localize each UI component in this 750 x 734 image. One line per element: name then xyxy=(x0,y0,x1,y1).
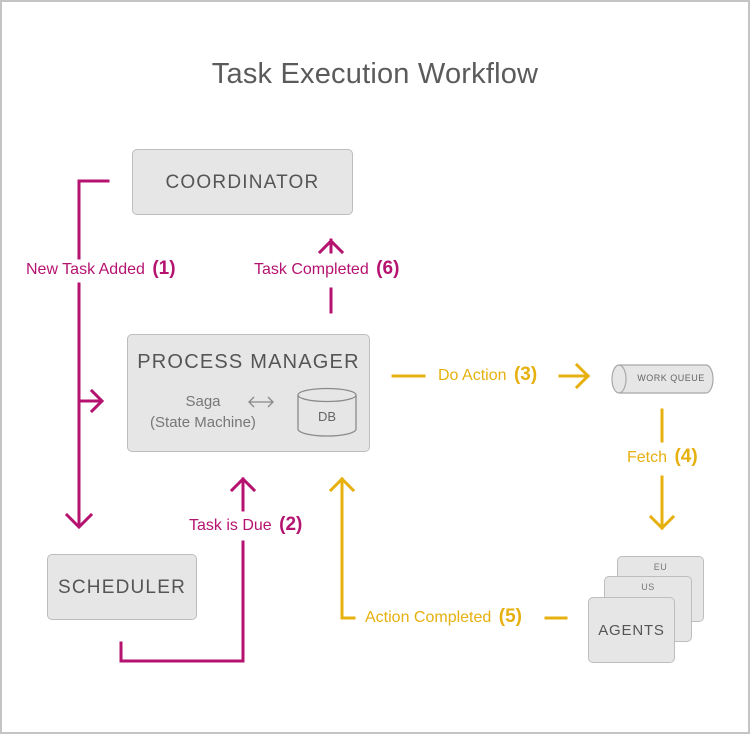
agents-label: AGENTS xyxy=(598,622,665,639)
work-queue-icon[interactable] xyxy=(610,363,716,395)
work-queue-label: WORK QUEUE xyxy=(637,373,705,383)
task-is-due-label: Task is Due (2) xyxy=(189,514,302,536)
fetch-label: Fetch (4) xyxy=(627,446,698,468)
diagram-title: Task Execution Workflow xyxy=(211,58,539,90)
task-is-due-text: Task is Due xyxy=(189,517,272,534)
process-manager-box[interactable]: PROCESS MANAGER Saga (State Machine) DB xyxy=(127,334,370,452)
task-is-due-num: (2) xyxy=(279,514,303,535)
saga-label-line2: (State Machine) xyxy=(150,414,256,431)
new-task-added-line xyxy=(77,179,110,260)
new-task-added-label: New Task Added (1) xyxy=(26,258,176,280)
task-completed-num: (6) xyxy=(376,258,400,279)
scheduler-arrowhead xyxy=(64,512,94,530)
coordinator-label: COORDINATOR xyxy=(165,172,320,193)
task-completed-label: Task Completed (6) xyxy=(254,258,399,280)
db-label: DB xyxy=(317,409,337,424)
scheduler-label: SCHEDULER xyxy=(58,577,186,598)
do-action-text: Do Action xyxy=(438,367,507,384)
database-icon xyxy=(297,387,357,437)
fetch-num: (4) xyxy=(674,446,698,467)
task-is-due-arrowhead xyxy=(229,476,257,493)
new-task-added-text: New Task Added xyxy=(26,261,145,278)
agent-us-label: US xyxy=(641,582,655,592)
process-manager-label: PROCESS MANAGER xyxy=(137,351,360,373)
agent-eu-label: EU xyxy=(653,562,668,572)
task-completed-arrowhead xyxy=(317,238,345,255)
fetch-text: Fetch xyxy=(627,449,668,466)
action-completed-line xyxy=(340,477,356,620)
new-task-added-num: (1) xyxy=(152,258,176,279)
task-is-due-line xyxy=(119,540,245,663)
agents-box[interactable]: AGENTS xyxy=(588,597,675,663)
do-action-num: (3) xyxy=(513,364,538,385)
action-completed-num: (5) xyxy=(498,606,522,627)
do-action-label: Do Action (3) xyxy=(438,364,537,386)
task-completed-text: Task Completed xyxy=(254,261,369,278)
fetch-arrowhead xyxy=(648,514,676,531)
action-completed-text: Action Completed xyxy=(365,609,492,626)
scheduler-box[interactable]: SCHEDULER xyxy=(47,554,197,620)
saga-label-line1: Saga xyxy=(185,393,221,410)
action-completed-arrowhead xyxy=(328,476,356,493)
bidirectional-arrow-icon xyxy=(248,396,274,408)
do-action-arrowhead xyxy=(574,362,591,390)
process-manager-arrowhead xyxy=(89,388,105,414)
action-completed-label: Action Completed (5) xyxy=(365,606,522,628)
coordinator-box[interactable]: COORDINATOR xyxy=(132,149,353,215)
